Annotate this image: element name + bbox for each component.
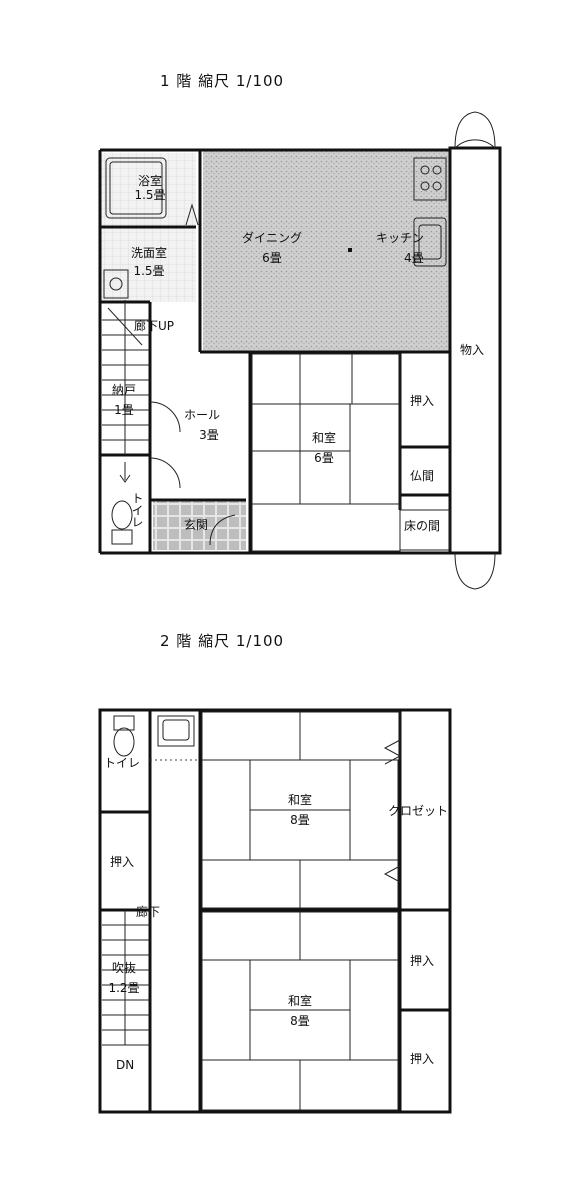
fukinuke-size: 1.2畳 — [108, 981, 140, 995]
floor2-plan — [98, 708, 452, 1114]
corridor-label-floor2: 廊下 — [136, 905, 161, 919]
tatami-floor2-top — [201, 711, 401, 909]
stairs-floor2 — [102, 910, 150, 1046]
washitsu-bottom-name: 和室 — [287, 994, 312, 1008]
washroom-name: 洗面室 — [130, 246, 167, 260]
bath-size: 1.5畳 — [134, 188, 166, 202]
washitsu-size-floor1: 6畳 — [314, 451, 334, 465]
entrance-label: 玄関 — [184, 518, 209, 532]
floor2-title: 2 階 縮尺 1/100 — [160, 632, 285, 650]
washroom-label: 洗面室 1.5畳 — [124, 246, 174, 278]
washitsu-name-floor1: 和室 — [311, 431, 336, 445]
storage-closet-size: 1畳 — [114, 403, 134, 417]
dining-size: 6畳 — [262, 251, 282, 265]
washroom-size: 1.5畳 — [133, 264, 165, 278]
kitchen-size: 4畳 — [404, 251, 424, 265]
washitsu-top-label: 和室 8畳 — [282, 793, 318, 827]
kitchen-name: キッチン — [375, 231, 424, 245]
butsuma-label: 仏間 — [410, 469, 435, 483]
entrance-floor — [153, 500, 246, 550]
washroom-floor — [101, 225, 196, 302]
bath-label: 浴室 1.5畳 — [132, 174, 168, 202]
tokonoma-label: 床の間 — [404, 519, 441, 533]
washitsu-label-floor1: 和室 6畳 — [306, 431, 342, 465]
washitsu-top-size: 8畳 — [290, 813, 310, 827]
corridor-up-label: 廊下UP — [134, 319, 175, 333]
stairs-floor1 — [102, 300, 150, 483]
toilet-label-floor2: トイレ — [104, 756, 141, 770]
dining-name: ダイニング — [241, 231, 302, 245]
closet-label: クロゼット — [388, 804, 449, 818]
hall-label: ホール 3畳 — [172, 408, 232, 442]
oshiire-left-label: 押入 — [110, 855, 135, 869]
oshiire-right-top-label: 押入 — [410, 954, 435, 968]
monoire-label: 物入 — [460, 343, 485, 357]
storage-closet-label: 納戸 1畳 — [106, 383, 142, 417]
storage-closet-name: 納戸 — [111, 383, 136, 397]
kitchen-label: キッチン 4畳 — [368, 231, 432, 265]
washitsu-bottom-size: 8畳 — [290, 1014, 310, 1028]
toilet-label-floor1: トイレ — [130, 492, 144, 528]
oshiire-label-floor1: 押入 — [410, 394, 435, 408]
dn-label: DN — [116, 1058, 135, 1072]
hall-size: 3畳 — [199, 428, 219, 442]
bath-name: 浴室 — [137, 174, 162, 188]
bath-floor — [101, 153, 196, 225]
tatami-floor1 — [250, 353, 451, 552]
fukinuke-name: 吹抜 — [111, 961, 136, 975]
washitsu-top-name: 和室 — [287, 793, 312, 807]
oshiire-right-bottom-label: 押入 — [410, 1052, 435, 1066]
dining-label: ダイニング 6畳 — [232, 231, 312, 265]
hall-name: ホール — [183, 408, 220, 422]
tatami-floor2-bottom — [201, 911, 399, 1111]
fukinuke-label: 吹抜 1.2畳 — [104, 961, 144, 995]
dining-kitchen-floor — [203, 151, 450, 351]
washitsu-bottom-label: 和室 8畳 — [282, 994, 318, 1028]
floor1-plan — [98, 111, 502, 590]
floor1-title: 1 階 縮尺 1/100 — [160, 72, 285, 90]
